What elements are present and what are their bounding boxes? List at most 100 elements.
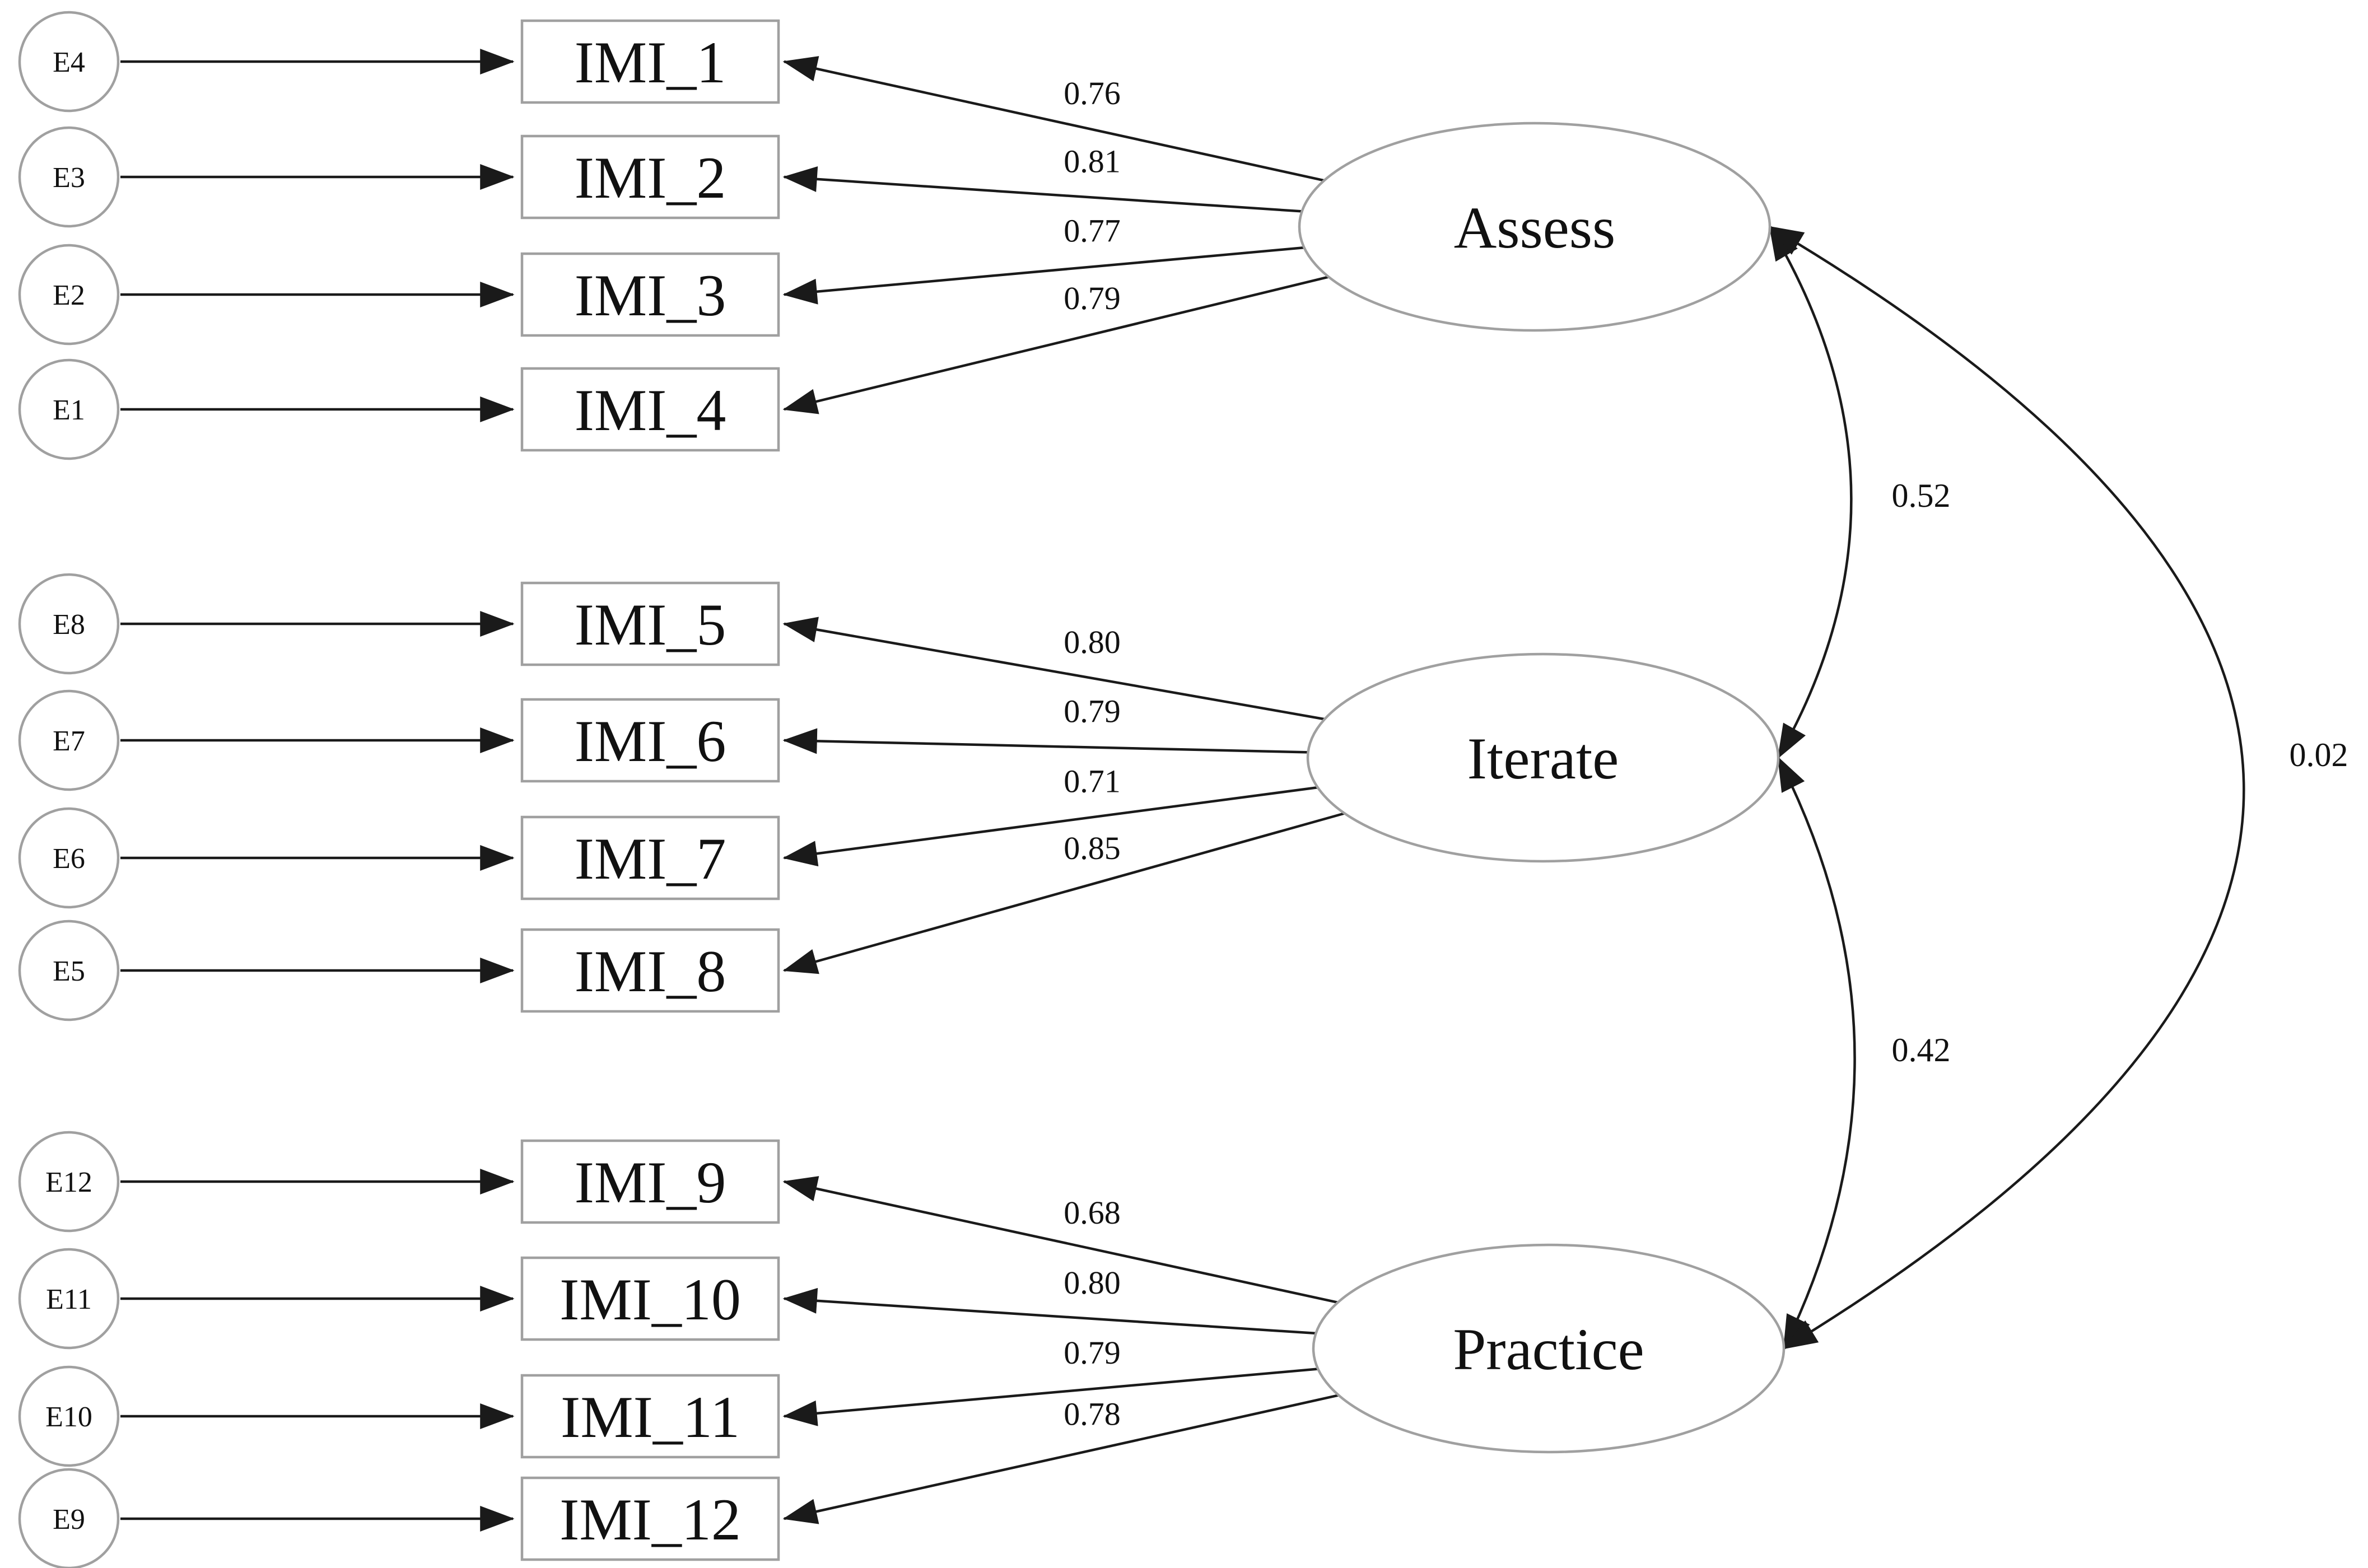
latent-ellipse-practice — [1312, 1243, 1786, 1454]
loading-label: 0.76 — [1064, 75, 1121, 111]
indicator-label: IMI_2 — [575, 145, 726, 211]
indicator-box — [520, 698, 780, 783]
indicator-box — [520, 367, 780, 452]
latent-ellipse-assess — [1298, 122, 1772, 332]
indicator-label: IMI_9 — [575, 1150, 726, 1215]
indicator-row: E7 IMI_6 0.79 — [18, 689, 1308, 791]
error-label: E10 — [45, 1401, 92, 1433]
indicator-row: E2 IMI_3 0.77 — [18, 212, 1304, 346]
error-ellipse — [18, 358, 120, 460]
error-ellipse — [18, 807, 120, 909]
error-ellipse — [18, 126, 120, 228]
loading-path — [782, 1176, 1339, 1304]
loading-path — [782, 728, 1308, 754]
indicator-box — [520, 1374, 780, 1459]
indicator-box — [520, 928, 780, 1013]
indicator-row: E5 IMI_8 0.85 — [18, 812, 1345, 1021]
indicator-row: E4 IMI_1 0.76 — [18, 11, 1325, 182]
loading-label: 0.79 — [1064, 1334, 1121, 1371]
error-ellipse — [18, 244, 120, 346]
covariance-label: 0.02 — [2290, 736, 2348, 773]
loading-label: 0.81 — [1064, 143, 1121, 180]
covariance-label: 0.52 — [1892, 477, 1951, 514]
indicator-label: IMI_11 — [561, 1384, 740, 1450]
covariance-curve — [1769, 225, 1853, 759]
loading-path — [782, 1368, 1318, 1426]
loading-path — [782, 56, 1325, 182]
error-ellipse — [18, 1131, 120, 1233]
error-label: E11 — [46, 1284, 92, 1315]
error-label: E9 — [53, 1504, 85, 1536]
loading-label: 0.80 — [1064, 1264, 1121, 1301]
error-label: E3 — [53, 162, 85, 194]
indicator-box — [520, 252, 780, 337]
error-ellipse — [18, 11, 120, 113]
indicator-row: E6 IMI_7 0.71 — [18, 763, 1318, 909]
latent-ellipse-iterate — [1306, 652, 1780, 863]
indicator-label: IMI_3 — [575, 263, 726, 328]
indicator-label: IMI_6 — [575, 708, 726, 774]
covariance-curve — [1768, 226, 2245, 1350]
indicator-label: IMI_5 — [575, 592, 726, 657]
error-ellipse — [18, 573, 120, 675]
loading-label: 0.79 — [1064, 280, 1121, 316]
indicator-label: IMI_7 — [575, 826, 726, 892]
loading-label: 0.85 — [1064, 830, 1121, 866]
loading-path — [782, 1287, 1316, 1335]
loading-label: 0.78 — [1064, 1396, 1121, 1432]
loading-path — [782, 786, 1318, 867]
loading-label: 0.79 — [1064, 693, 1121, 730]
loading-label: 0.68 — [1064, 1194, 1121, 1231]
error-ellipse — [18, 1468, 120, 1568]
latent-label-practice: Practice — [1453, 1317, 1644, 1382]
loading-path — [782, 1394, 1339, 1524]
indicator-box — [520, 1139, 780, 1224]
loading-label: 0.77 — [1064, 212, 1121, 249]
loading-label: 0.80 — [1064, 624, 1121, 660]
loading-path — [782, 246, 1304, 305]
indicator-box — [520, 19, 780, 104]
indicator-label: IMI_4 — [575, 377, 726, 443]
covariance-curves — [1768, 225, 2245, 1350]
indicator-box — [520, 1256, 780, 1341]
error-label: E6 — [53, 843, 85, 875]
error-label: E7 — [53, 725, 85, 757]
error-ellipse — [18, 920, 120, 1021]
indicator-label: IMI_12 — [560, 1487, 741, 1552]
covariance-label: 0.42 — [1892, 1032, 1951, 1068]
latent-label-assess: Assess — [1454, 195, 1616, 260]
covariance-curve — [1777, 756, 1856, 1350]
error-label: E1 — [53, 394, 85, 426]
indicator-label: IMI_10 — [560, 1267, 741, 1332]
error-label: E5 — [53, 955, 85, 987]
error-label: E12 — [45, 1166, 92, 1198]
indicator-row: E8 IMI_5 0.80 — [18, 573, 1325, 721]
covariance-labels: 0.52 0.42 0.02 — [1892, 477, 2348, 1068]
error-ellipse — [18, 689, 120, 791]
latent-label-iterate: Iterate — [1467, 726, 1619, 791]
indicator-box — [520, 134, 780, 220]
indicator-row: E12 IMI_9 0.68 — [18, 1131, 1339, 1304]
loading-path — [782, 166, 1302, 213]
indicator-label: IMI_1 — [575, 30, 726, 95]
loading-path — [782, 812, 1345, 974]
indicator-label: IMI_8 — [575, 939, 726, 1004]
error-label: E2 — [53, 279, 85, 311]
loading-path — [782, 276, 1329, 414]
loading-label: 0.71 — [1064, 763, 1121, 799]
indicator-box — [520, 1476, 780, 1561]
indicator-row: E10 IMI_11 0.79 — [18, 1334, 1318, 1467]
indicator-box — [520, 581, 780, 666]
loading-path — [782, 617, 1325, 721]
indicator-row: E1 IMI_4 0.79 — [18, 276, 1329, 460]
error-label: E4 — [53, 46, 85, 78]
indicator-box — [520, 815, 780, 900]
indicator-row: E3 IMI_2 0.81 — [18, 126, 1302, 228]
indicator-row: E9 IMI_12 0.78 — [18, 1394, 1339, 1568]
indicator-row: E11 IMI_10 0.80 — [18, 1248, 1316, 1350]
error-label: E8 — [53, 609, 85, 641]
